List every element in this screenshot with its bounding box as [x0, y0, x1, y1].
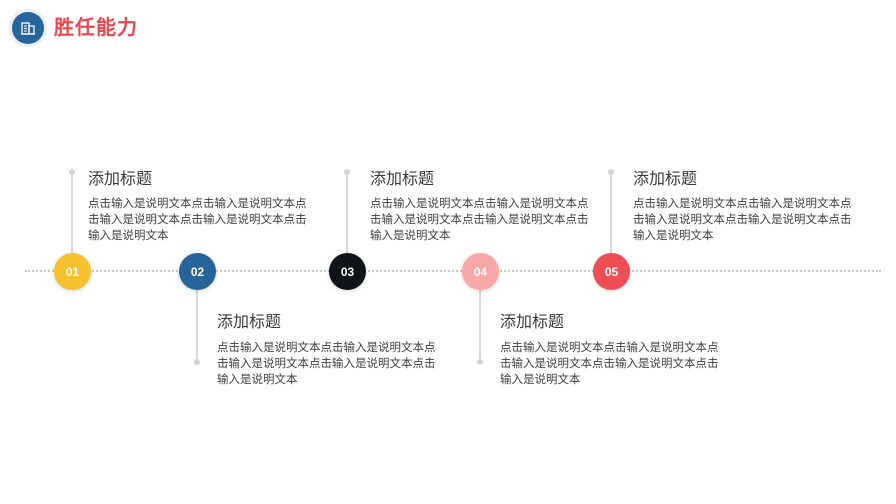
step-title-05: 添加标题 — [633, 169, 698, 188]
step-node-04: 04 — [462, 253, 499, 290]
connector-dot-04 — [477, 359, 483, 365]
step-number: 05 — [604, 264, 619, 279]
connector-dot-02 — [194, 359, 200, 365]
step-number: 04 — [473, 264, 488, 279]
connector-line-04 — [479, 280, 481, 362]
header-icon-badge — [12, 12, 44, 44]
timeline-axis — [25, 270, 881, 272]
step-text-05: 点击输入是说明文本点击输入是说明文本点击输入是说明文本点击输入是说明文本点击输入… — [633, 196, 852, 242]
step-node-02: 02 — [179, 253, 216, 290]
step-number: 03 — [340, 264, 355, 279]
step-text-03: 点击输入是说明文本点击输入是说明文本点击输入是说明文本点击输入是说明文本点击输入… — [370, 196, 589, 242]
step-text-01: 点击输入是说明文本点击输入是说明文本点击输入是说明文本点击输入是说明文本点击输入… — [88, 196, 307, 242]
connector-line-03 — [346, 172, 348, 262]
page-title: 胜任能力 — [54, 15, 138, 39]
step-number: 02 — [190, 264, 205, 279]
step-text-02: 点击输入是说明文本点击输入是说明文本点击输入是说明文本点击输入是说明文本点击输入… — [217, 340, 436, 386]
connector-dot-03 — [344, 169, 350, 175]
step-title-03: 添加标题 — [370, 169, 435, 188]
connector-dot-05 — [608, 169, 614, 175]
step-title-02: 添加标题 — [217, 312, 282, 331]
step-title-01: 添加标题 — [88, 169, 153, 188]
building-icon — [21, 22, 35, 35]
step-number: 01 — [65, 264, 80, 279]
connector-line-01 — [71, 172, 73, 262]
connector-line-05 — [610, 172, 612, 262]
connector-dot-01 — [69, 169, 75, 175]
connector-line-02 — [196, 280, 198, 362]
step-node-01: 01 — [54, 253, 91, 290]
step-title-04: 添加标题 — [500, 312, 565, 331]
step-node-05: 05 — [593, 253, 630, 290]
step-node-03: 03 — [329, 253, 366, 290]
step-text-04: 点击输入是说明文本点击输入是说明文本点击输入是说明文本点击输入是说明文本点击输入… — [500, 340, 719, 386]
